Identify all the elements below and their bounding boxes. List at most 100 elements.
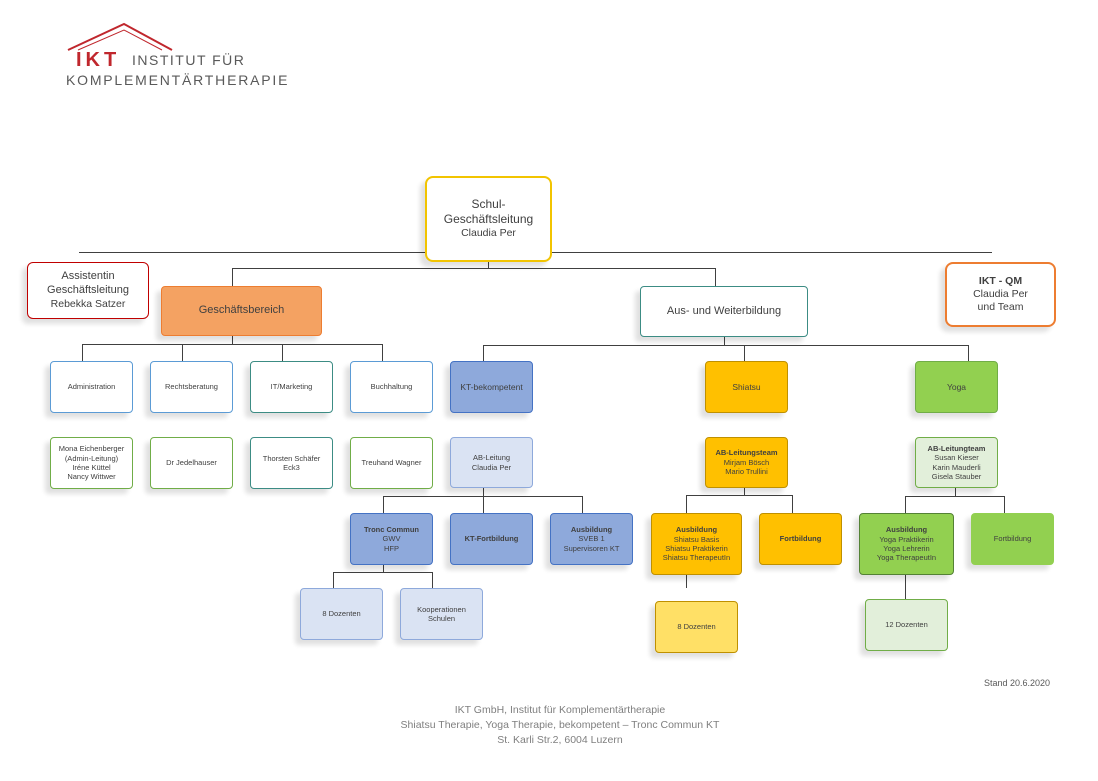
node-shiatsu-leitung: AB-Leitungsteam Mirjam Bösch Mario Trull… <box>705 437 788 488</box>
node-title: IKT - QM <box>978 274 1023 287</box>
connector-line <box>232 268 716 269</box>
person: Treuhand Wagner <box>361 458 422 468</box>
node-title: KT-Fortbildung <box>464 534 519 544</box>
node-line1: Assistentin <box>61 270 115 283</box>
node-title: Ausbildung <box>570 524 613 534</box>
node-buchhaltung-people: Treuhand Wagner <box>350 437 433 489</box>
node-person: Rebekka Satzer <box>50 297 126 310</box>
connector-line <box>383 565 384 572</box>
node-line: GWV <box>382 534 401 544</box>
roof-icon <box>67 22 173 51</box>
stand-date: Stand 20.6.2020 <box>984 678 1051 688</box>
node-title: 8 Dozenten <box>677 622 716 632</box>
connector-line <box>232 336 233 344</box>
node-title: Fortbildung <box>779 534 822 544</box>
node-title: Buchhaltung <box>370 382 413 392</box>
node-title: Fortbildung <box>993 534 1032 544</box>
node-admin-people: Mona Eichenberger (Admin-Leitung) Iréne … <box>50 437 133 489</box>
footer-line3: St. Karli Str.2, 6004 Luzern <box>497 734 623 746</box>
node-shiatsu-ausbildung: Ausbildung Shiatsu Basis Shiatsu Praktik… <box>651 513 742 575</box>
connector-line <box>232 268 233 286</box>
logo-line2: KOMPLEMENTÄRTHERAPIE <box>66 72 290 88</box>
connector-line <box>282 344 283 361</box>
node-title: 12 Dozenten <box>885 620 928 630</box>
connector-line <box>968 345 969 361</box>
connector-line <box>724 337 725 346</box>
footer-line1: IKT GmbH, Institut für Komplementärthera… <box>454 704 666 716</box>
node-kt-bekompetent: KT-bekompetent <box>450 361 533 413</box>
node-shiatsu-fortbildung: Fortbildung <box>759 513 842 565</box>
node-tronc-commun: Tronc Commun GWV HFP <box>350 513 433 565</box>
connector-line <box>744 488 745 495</box>
node-person: Claudia Per <box>973 287 1028 300</box>
connector-line <box>686 565 687 588</box>
node-title: IT/Marketing <box>270 382 313 392</box>
node-line: Shiatsu Praktikerin <box>665 544 728 553</box>
node-shiatsu-dozenten: 8 Dozenten <box>655 601 738 653</box>
node-title: Yoga <box>946 381 967 392</box>
node-line: Yoga Praktikerin <box>879 534 934 544</box>
node-title: Ausbildung <box>885 525 928 535</box>
node-title: Tronc Commun <box>363 524 419 534</box>
person: Thorsten Schäfer <box>262 453 321 463</box>
node-title: 8 Dozenten <box>322 609 361 619</box>
connector-line <box>955 488 956 496</box>
connector-line <box>715 268 716 286</box>
node-person: Susan Kieser <box>934 453 979 463</box>
node-line: Supervisoren KT <box>563 543 620 553</box>
node-line: Schulen <box>427 614 456 623</box>
node-person: Mario Trullini <box>725 467 768 477</box>
node-administration: Administration <box>50 361 133 413</box>
node-title: Ausbildung <box>675 525 718 535</box>
person: Mona Eichenberger <box>58 444 125 454</box>
node-title: Aus- und Weiterbildung <box>666 304 782 317</box>
connector-line <box>432 572 433 588</box>
connector-line <box>82 344 383 345</box>
connector-line <box>382 344 383 361</box>
node-recht-people: Dr Jedelhauser <box>150 437 233 489</box>
connector-line <box>383 496 583 497</box>
node-assistentin: Assistentin Geschäftsleitung Rebekka Sat… <box>27 262 149 319</box>
node-line: Shiatsu Basis <box>673 534 720 544</box>
connector-line <box>744 345 745 361</box>
node-yoga-ausbildung: Ausbildung Yoga Praktikerin Yoga Lehreri… <box>859 513 954 575</box>
node-extra: und Team <box>977 301 1024 314</box>
node-line: HFP <box>384 543 399 553</box>
connector-line <box>905 575 906 599</box>
connector-line <box>333 572 334 588</box>
connector-line <box>383 496 384 513</box>
node-line2: Geschäftsleitung <box>443 212 534 227</box>
connector-line <box>82 344 83 361</box>
node-person: Karin Mauderli <box>932 462 981 472</box>
node-person: Claudia Per <box>471 462 512 472</box>
node-kt-ausbildung: Ausbildung SVEB 1 Supervisoren KT <box>550 513 633 565</box>
node-title: AB-Leitungteam <box>927 443 986 453</box>
connector-line <box>686 495 687 513</box>
connector-line <box>333 572 433 573</box>
node-line: Shiatsu TherapeutIn <box>662 553 731 563</box>
node-ikt-qm: IKT - QM Claudia Per und Team <box>945 262 1056 327</box>
node-line2: Geschäftsleitung <box>47 283 129 296</box>
node-title: AB-Leitung <box>472 453 511 463</box>
node-person: Gisela Stauber <box>931 471 982 481</box>
node-title: Rechtsberatung <box>165 382 218 392</box>
node-buchhaltung: Buchhaltung <box>350 361 433 413</box>
person: Nancy Wittwer <box>67 472 116 482</box>
node-kt-fortbildung: KT-Fortbildung <box>450 513 533 565</box>
node-kt-dozenten: 8 Dozenten <box>300 588 383 640</box>
ikt-logo: IKT INSTITUT FÜR KOMPLEMENTÄRTHERAPIE <box>64 22 287 92</box>
node-title: Geschäftsbereich <box>198 304 285 317</box>
node-line: Yoga Lehrerin <box>883 544 930 553</box>
connector-line <box>483 488 484 513</box>
node-person: Mirjam Bösch <box>723 457 770 467</box>
node-aus-weiterbildung: Aus- und Weiterbildung <box>640 286 808 337</box>
connector-line <box>905 496 1005 497</box>
node-yoga-leitung: AB-Leitungteam Susan Kieser Karin Mauder… <box>915 437 998 488</box>
node-geschaeftsbereich: Geschäftsbereich <box>161 286 322 336</box>
person: (Admin-Leitung) <box>64 453 119 463</box>
node-person: Claudia Per <box>461 227 516 240</box>
node-yoga: Yoga <box>915 361 998 413</box>
node-shiatsu: Shiatsu <box>705 361 788 413</box>
connector-line <box>1004 496 1005 513</box>
node-yoga-dozenten: 12 Dozenten <box>865 599 948 651</box>
